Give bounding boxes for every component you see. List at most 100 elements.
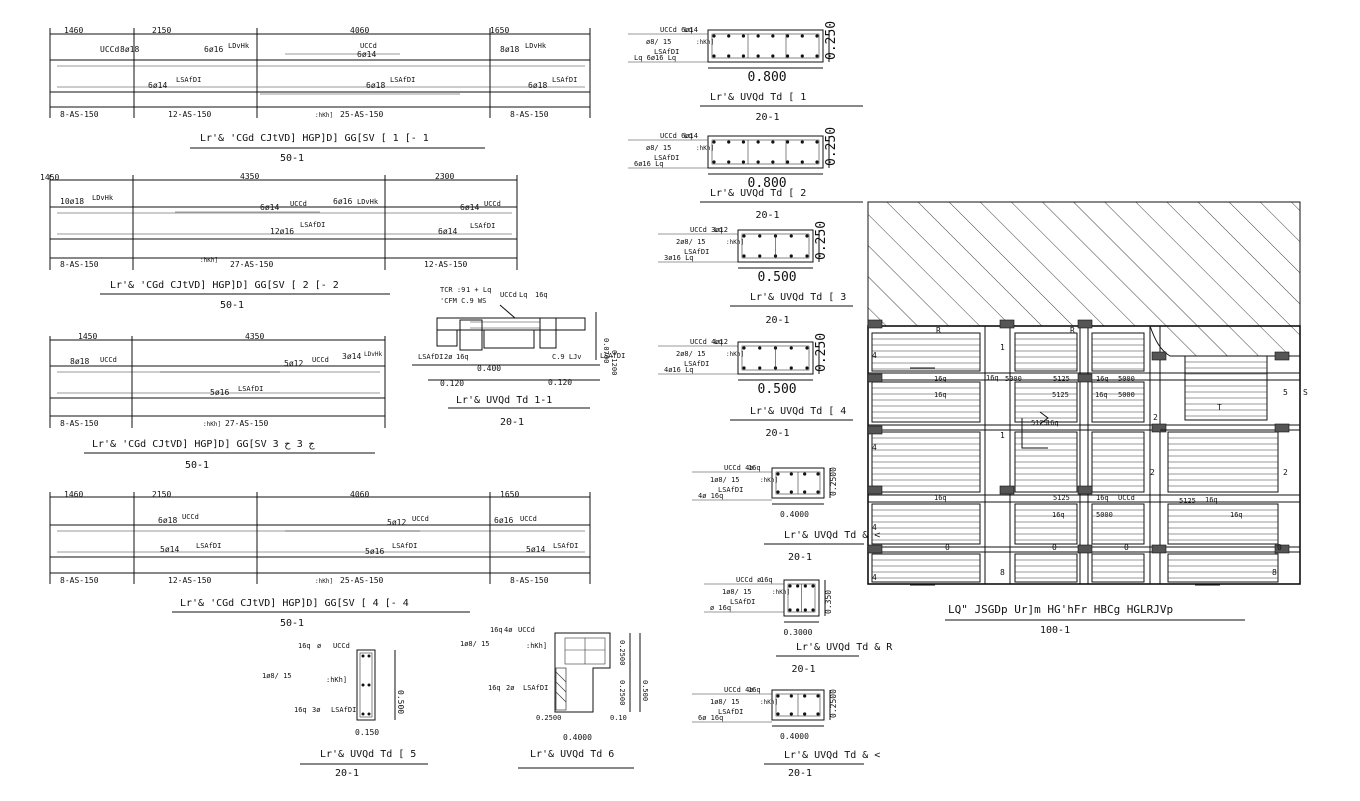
plan-callout: 1 xyxy=(1000,431,1005,440)
plan-arrow xyxy=(1021,418,1048,449)
stirrup-label: 8-AS-150 xyxy=(510,576,549,585)
section-title: Lr'& UVQd Td [ 4 xyxy=(750,406,846,417)
rebar-label: 16q xyxy=(748,686,761,694)
rebar-label: 5ø16 xyxy=(210,388,229,397)
plan-footing xyxy=(871,332,981,372)
rebar-label: LSAfDI xyxy=(654,48,679,56)
section-title: Lr'& UVQd Td 1-1 xyxy=(456,395,552,406)
stirrup-label: 25-AS-150 xyxy=(340,576,384,585)
plan-callout: 2 xyxy=(1150,468,1155,477)
rebar-dot xyxy=(816,490,820,494)
dim-text: 0.10 xyxy=(610,714,627,722)
rebar-label: UCCd 4ø12 xyxy=(690,338,728,346)
plan-footing xyxy=(871,503,981,545)
rebar-label: LSAfDI xyxy=(718,708,743,716)
rebar-label: 6ø14 xyxy=(357,50,376,59)
rebar-label: 4ø xyxy=(504,626,513,634)
section-title: Lr'& UVQd Td [ 5 xyxy=(320,749,416,760)
rebar-dot xyxy=(805,254,809,258)
rebar-dot xyxy=(789,490,793,494)
column-block xyxy=(867,373,883,383)
section-scale: 50-1 xyxy=(280,153,304,164)
section-scale: 20-1 xyxy=(788,768,812,779)
rebar-label: UCCd xyxy=(360,42,377,50)
stirrup-label: 8-AS-150 xyxy=(60,110,99,119)
rebar-label: LSAfDI xyxy=(654,154,679,162)
plan-arrow xyxy=(1039,411,1049,425)
slab-dim: 0.120 xyxy=(440,379,464,388)
section-width: 0.3000 xyxy=(784,628,813,637)
rebar-dot xyxy=(758,234,762,238)
rebar-dot xyxy=(811,608,815,612)
plan-rebar-label: 5000 xyxy=(1005,375,1022,383)
section-height: 0.2500 xyxy=(829,467,838,496)
slab-dim: 0.1200 xyxy=(610,350,618,375)
rebar-dot xyxy=(771,34,775,38)
rebar-dot xyxy=(803,472,807,476)
slab-label: C.9 LJv xyxy=(552,353,582,361)
column-block xyxy=(1151,351,1167,361)
rebar-dot xyxy=(742,346,746,350)
column-block xyxy=(1077,544,1093,554)
plan-footing xyxy=(871,553,981,583)
section-scale: 20-1 xyxy=(335,768,359,779)
dim-text: 0.2500 xyxy=(536,714,561,722)
dim-text: 2150 xyxy=(152,26,171,35)
section-title: Lr'& 'CGd CJtVD] HGP]D] GG[SV [ 4 [- 4 xyxy=(180,598,409,609)
rebar-label: 1ø8/ 15 xyxy=(710,698,740,706)
rebar-label: UCCd xyxy=(518,626,535,634)
column-block xyxy=(1077,373,1093,383)
slab-label: TCR :9 xyxy=(440,286,465,294)
section-title: Lr'& UVQd Td [ 1 xyxy=(710,92,806,103)
rebar-label: :hKh] xyxy=(696,145,714,152)
rebar-label: Lq 6ø16 Lq xyxy=(634,54,676,62)
rebar-label: ø8/ 15 xyxy=(646,144,671,152)
rebar-label: 6ø18 xyxy=(528,81,547,90)
rebar-label: LDvHk xyxy=(228,42,250,50)
section-height: 0.250 xyxy=(814,333,829,372)
plan-callout: 8 xyxy=(1272,568,1277,577)
rebar-label: 16q xyxy=(298,642,311,650)
section-height: 0.250 xyxy=(824,127,839,166)
section-width: 0.800 xyxy=(748,176,787,191)
rebar-label: 2ø8/ 15 xyxy=(676,238,706,246)
section-scale: 50-1 xyxy=(220,300,244,311)
section-scale: 20-1 xyxy=(500,417,524,428)
rebar-label: 6ø16 xyxy=(494,516,513,525)
rebar-dot xyxy=(811,584,815,588)
rebar-label: :hKh] xyxy=(726,351,744,358)
rebar-dot xyxy=(785,160,790,164)
plan-rebar-label: 16q xyxy=(1096,375,1109,383)
rebar-label: 12ø16 xyxy=(270,227,294,236)
column-block xyxy=(999,485,1015,495)
dim-text: 1460 xyxy=(64,490,83,499)
rebar-label: 16q xyxy=(760,576,773,584)
plan-footing xyxy=(1014,553,1078,583)
rebar-dot xyxy=(712,140,716,144)
rebar-label: 16q xyxy=(488,684,501,692)
small-section-5: 0.500 0.150 UCCd ø 16q :hKh] 1ø8/ 15 LSA… xyxy=(262,642,428,779)
section-height: 0.350 xyxy=(824,590,833,614)
rebar-label: UCCd xyxy=(333,642,350,650)
plan-scale: 100-1 xyxy=(1040,625,1070,636)
rebar-label: 6ø16 Lq xyxy=(634,160,664,168)
dim-text: 0.2500 xyxy=(618,680,626,705)
plan-callout: 2 xyxy=(1283,468,1288,477)
stirrup-label: 8-AS-150 xyxy=(60,576,99,585)
beam-section-3: 1450 4350 UCCd 8ø18 UCCd 5ø12 LDvHk 3ø14… xyxy=(49,332,386,471)
slab-label: Lq xyxy=(519,291,527,299)
stirrup-label: 8-AS-150 xyxy=(60,419,99,428)
rebar-dot xyxy=(803,490,807,494)
plan-callout: 4 xyxy=(872,443,877,452)
rebar-dot xyxy=(758,254,762,258)
section-height: 0.250 xyxy=(824,21,839,60)
rebar-label: LSAfDI xyxy=(390,76,415,84)
column-block xyxy=(867,319,883,329)
dim-text: 4060 xyxy=(350,26,369,35)
rebar-label: 10ø18 xyxy=(60,197,84,206)
rebar-label: UCCd xyxy=(484,200,501,208)
plan-callout: S xyxy=(1303,388,1308,397)
